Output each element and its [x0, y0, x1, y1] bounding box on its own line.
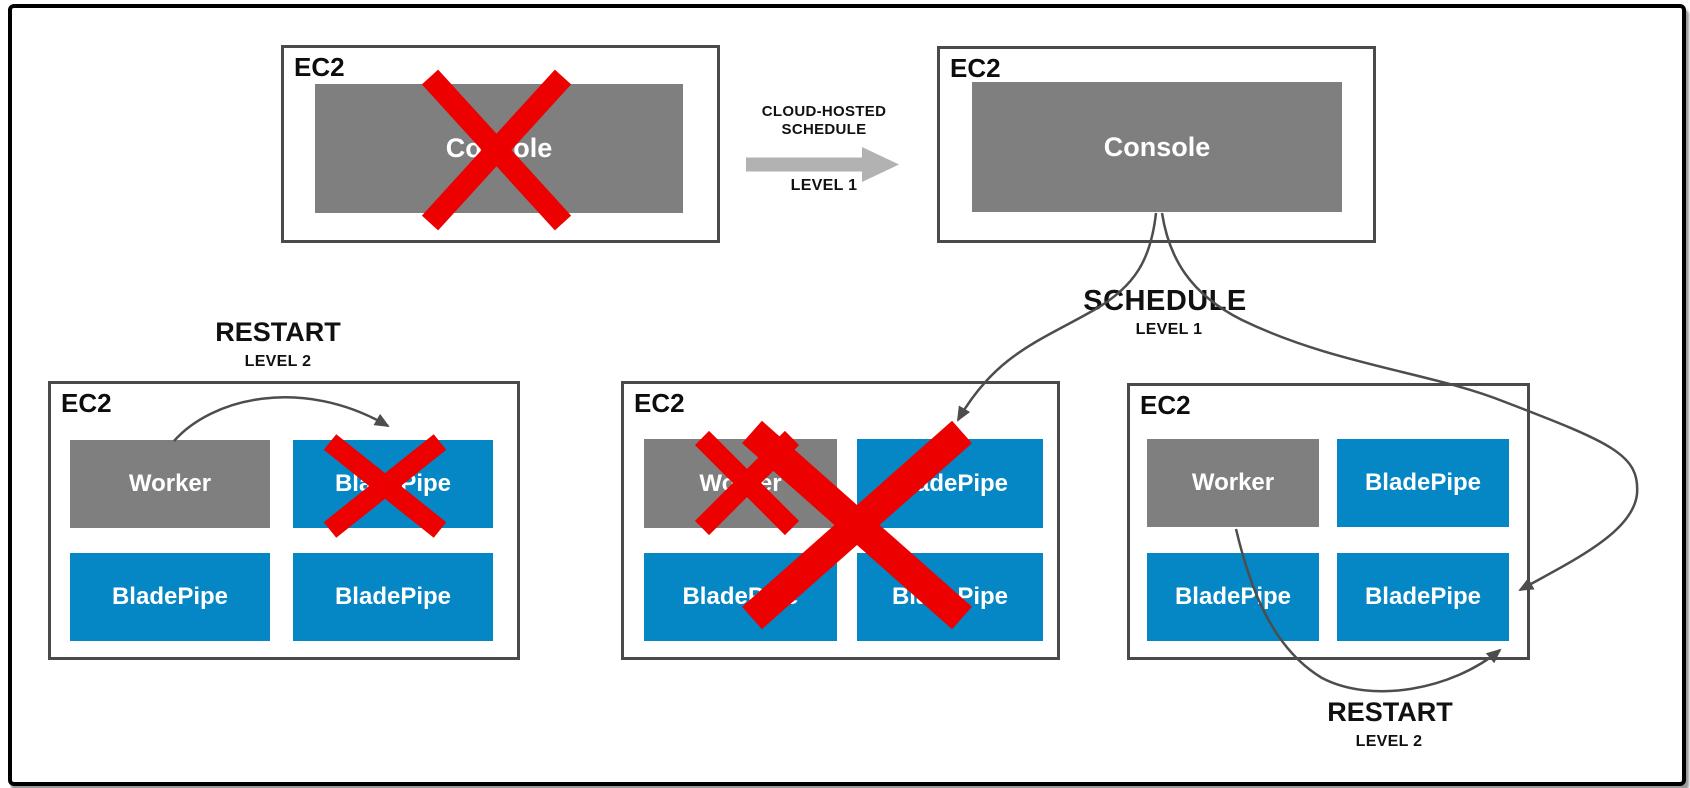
ec2-label: EC2: [634, 388, 685, 418]
console-node-label: Console: [445, 133, 553, 163]
bladepipe-node: BladePipe: [1337, 553, 1509, 641]
schedule-title: SCHEDULE: [1083, 285, 1247, 317]
ec2-label: EC2: [950, 53, 1001, 83]
bladepipe-node-label: BladePipe: [891, 583, 1009, 610]
worker-node: Worker: [70, 440, 270, 528]
console-node-active: Console: [972, 82, 1342, 212]
restart-right-level-label: LEVEL 2: [1355, 733, 1423, 750]
cloud-arrow-level-label: LEVEL 1: [790, 177, 858, 194]
bladepipe-node-label: BladePipe: [334, 470, 452, 497]
bladepipe-node-label: BladePipe: [1364, 469, 1482, 496]
schedule-level-label: LEVEL 1: [1135, 321, 1203, 338]
bladepipe-node-failed: BladePipe: [293, 440, 493, 528]
bladepipe-node-failed: BladePipe: [857, 439, 1043, 528]
restart-left-level-label: LEVEL 2: [244, 353, 312, 370]
cloud-hosted-label-line1: CLOUD-HOSTED: [761, 103, 887, 120]
worker-node: Worker: [1147, 439, 1319, 527]
bladepipe-node: BladePipe: [70, 553, 270, 641]
cloud-hosted-label-line2: SCHEDULE: [781, 121, 867, 138]
bladepipe-node-label: BladePipe: [1364, 583, 1482, 610]
worker-node-label: Worker: [699, 469, 782, 497]
worker-node-label: Worker: [128, 470, 212, 497]
worker-node-failed: Worker: [644, 439, 837, 528]
cloud-hosted-schedule-label: CLOUD-HOSTED SCHEDULE: [762, 103, 886, 139]
bladepipe-node-label: BladePipe: [111, 583, 229, 610]
bladepipe-node: BladePipe: [293, 553, 493, 641]
restart-right-title: RESTART: [1327, 697, 1453, 727]
ec2-label: EC2: [294, 52, 345, 82]
restart-left-title: RESTART: [215, 317, 341, 347]
bladepipe-node: BladePipe: [1147, 553, 1319, 641]
ec2-label: EC2: [61, 388, 112, 418]
console-node-failed: Console: [315, 84, 683, 213]
bladepipe-node-label: BladePipe: [334, 583, 452, 610]
bladepipe-node-failed: BladePipe: [644, 553, 837, 641]
bladepipe-node-label: BladePipe: [1174, 583, 1292, 610]
worker-node-label: Worker: [1191, 469, 1275, 496]
console-node-label: Console: [1103, 131, 1211, 162]
bladepipe-node-label: BladePipe: [682, 583, 799, 610]
ec2-label: EC2: [1140, 390, 1191, 420]
bladepipe-node-failed: BladePipe: [857, 553, 1043, 641]
bladepipe-node: BladePipe: [1337, 439, 1509, 527]
bladepipe-node-label: BladePipe: [891, 469, 1009, 497]
